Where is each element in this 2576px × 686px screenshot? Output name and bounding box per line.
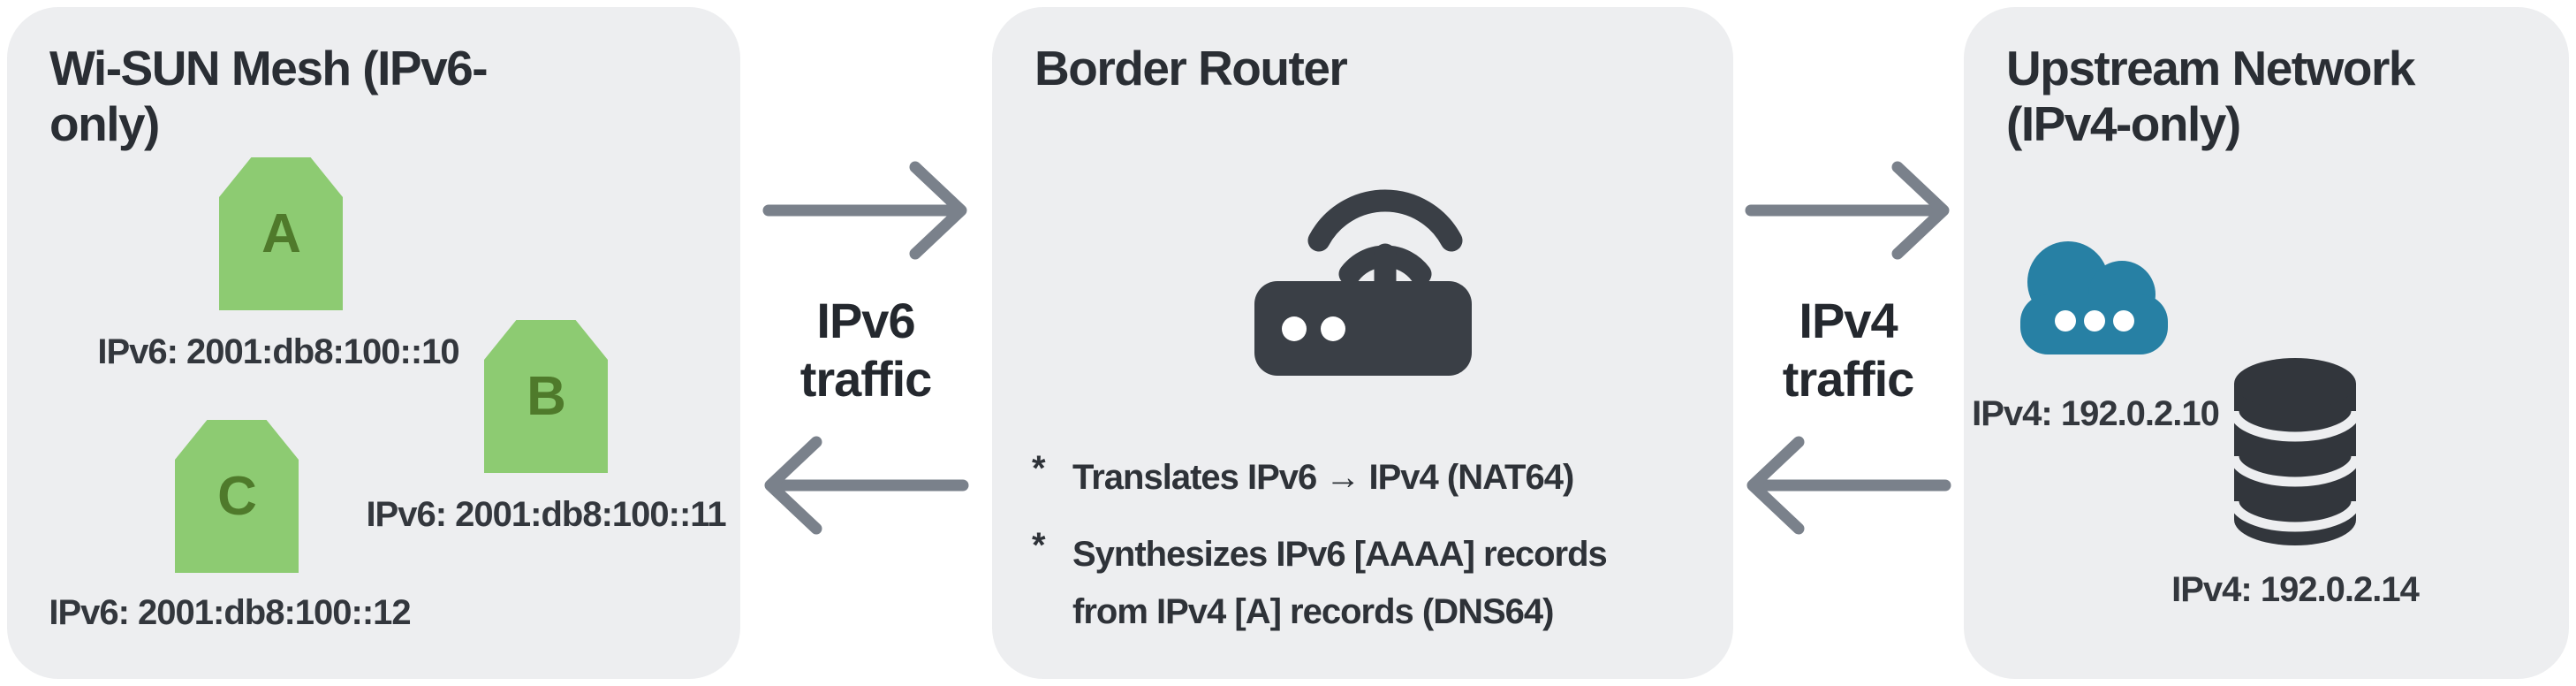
mesh-node-a: A xyxy=(219,157,343,310)
mesh-node-c-label: C xyxy=(217,466,257,527)
router-feature-list: * Translates IPv6 → IPv4 (NAT64) * Synth… xyxy=(1032,449,1629,660)
database-address: IPv4: 192.0.2.14 xyxy=(2171,570,2420,609)
mesh-node-a-address: IPv6: 2001:db8:100::10 xyxy=(97,332,459,371)
mesh-node-a-label: A xyxy=(261,203,301,264)
mesh-node-b: B xyxy=(484,320,608,473)
wifi-router-icon xyxy=(1254,189,1472,376)
cloud-address: IPv4: 192.0.2.10 xyxy=(1972,394,2220,433)
arrow-right-icon xyxy=(762,161,967,260)
ipv4-traffic-label: IPv4 traffic xyxy=(1782,293,1915,407)
mesh-node-b-address: IPv6: 2001:db8:100::11 xyxy=(366,495,726,534)
database-icon xyxy=(2233,358,2357,545)
mesh-node-b-label: B xyxy=(527,366,566,427)
router-panel-title: Border Router xyxy=(1034,41,1348,95)
cloud-icon xyxy=(2020,241,2168,354)
router-feature-dns64: * Synthesizes IPv6 [AAAA] records from I… xyxy=(1032,526,1629,641)
upstream-panel-title: Upstream Network (IPv4-only) xyxy=(2006,41,2415,152)
mesh-panel-title: Wi-SUN Mesh (IPv6-only) xyxy=(49,41,489,152)
mesh-node-c: C xyxy=(175,420,299,573)
bullet-marker: * xyxy=(1032,449,1046,488)
bullet-marker: * xyxy=(1032,526,1046,565)
wisun-mesh-panel: Wi-SUN Mesh (IPv6-only) A IPv6: 2001:db8… xyxy=(7,7,740,679)
arrow-right-icon xyxy=(1745,161,1950,260)
ipv6-traffic-label: IPv6 traffic xyxy=(799,293,933,407)
border-router-panel: Border Router * Translates IPv6 → IPv4 (… xyxy=(992,7,1733,679)
mesh-node-c-address: IPv6: 2001:db8:100::12 xyxy=(49,593,411,632)
arrow-left-icon xyxy=(764,436,969,535)
arrow-left-icon xyxy=(1746,436,1951,535)
upstream-network-panel: Upstream Network (IPv4-only) IPv4: 192.0… xyxy=(1964,7,2569,679)
router-feature-nat64: * Translates IPv6 → IPv4 (NAT64) xyxy=(1032,449,1629,507)
